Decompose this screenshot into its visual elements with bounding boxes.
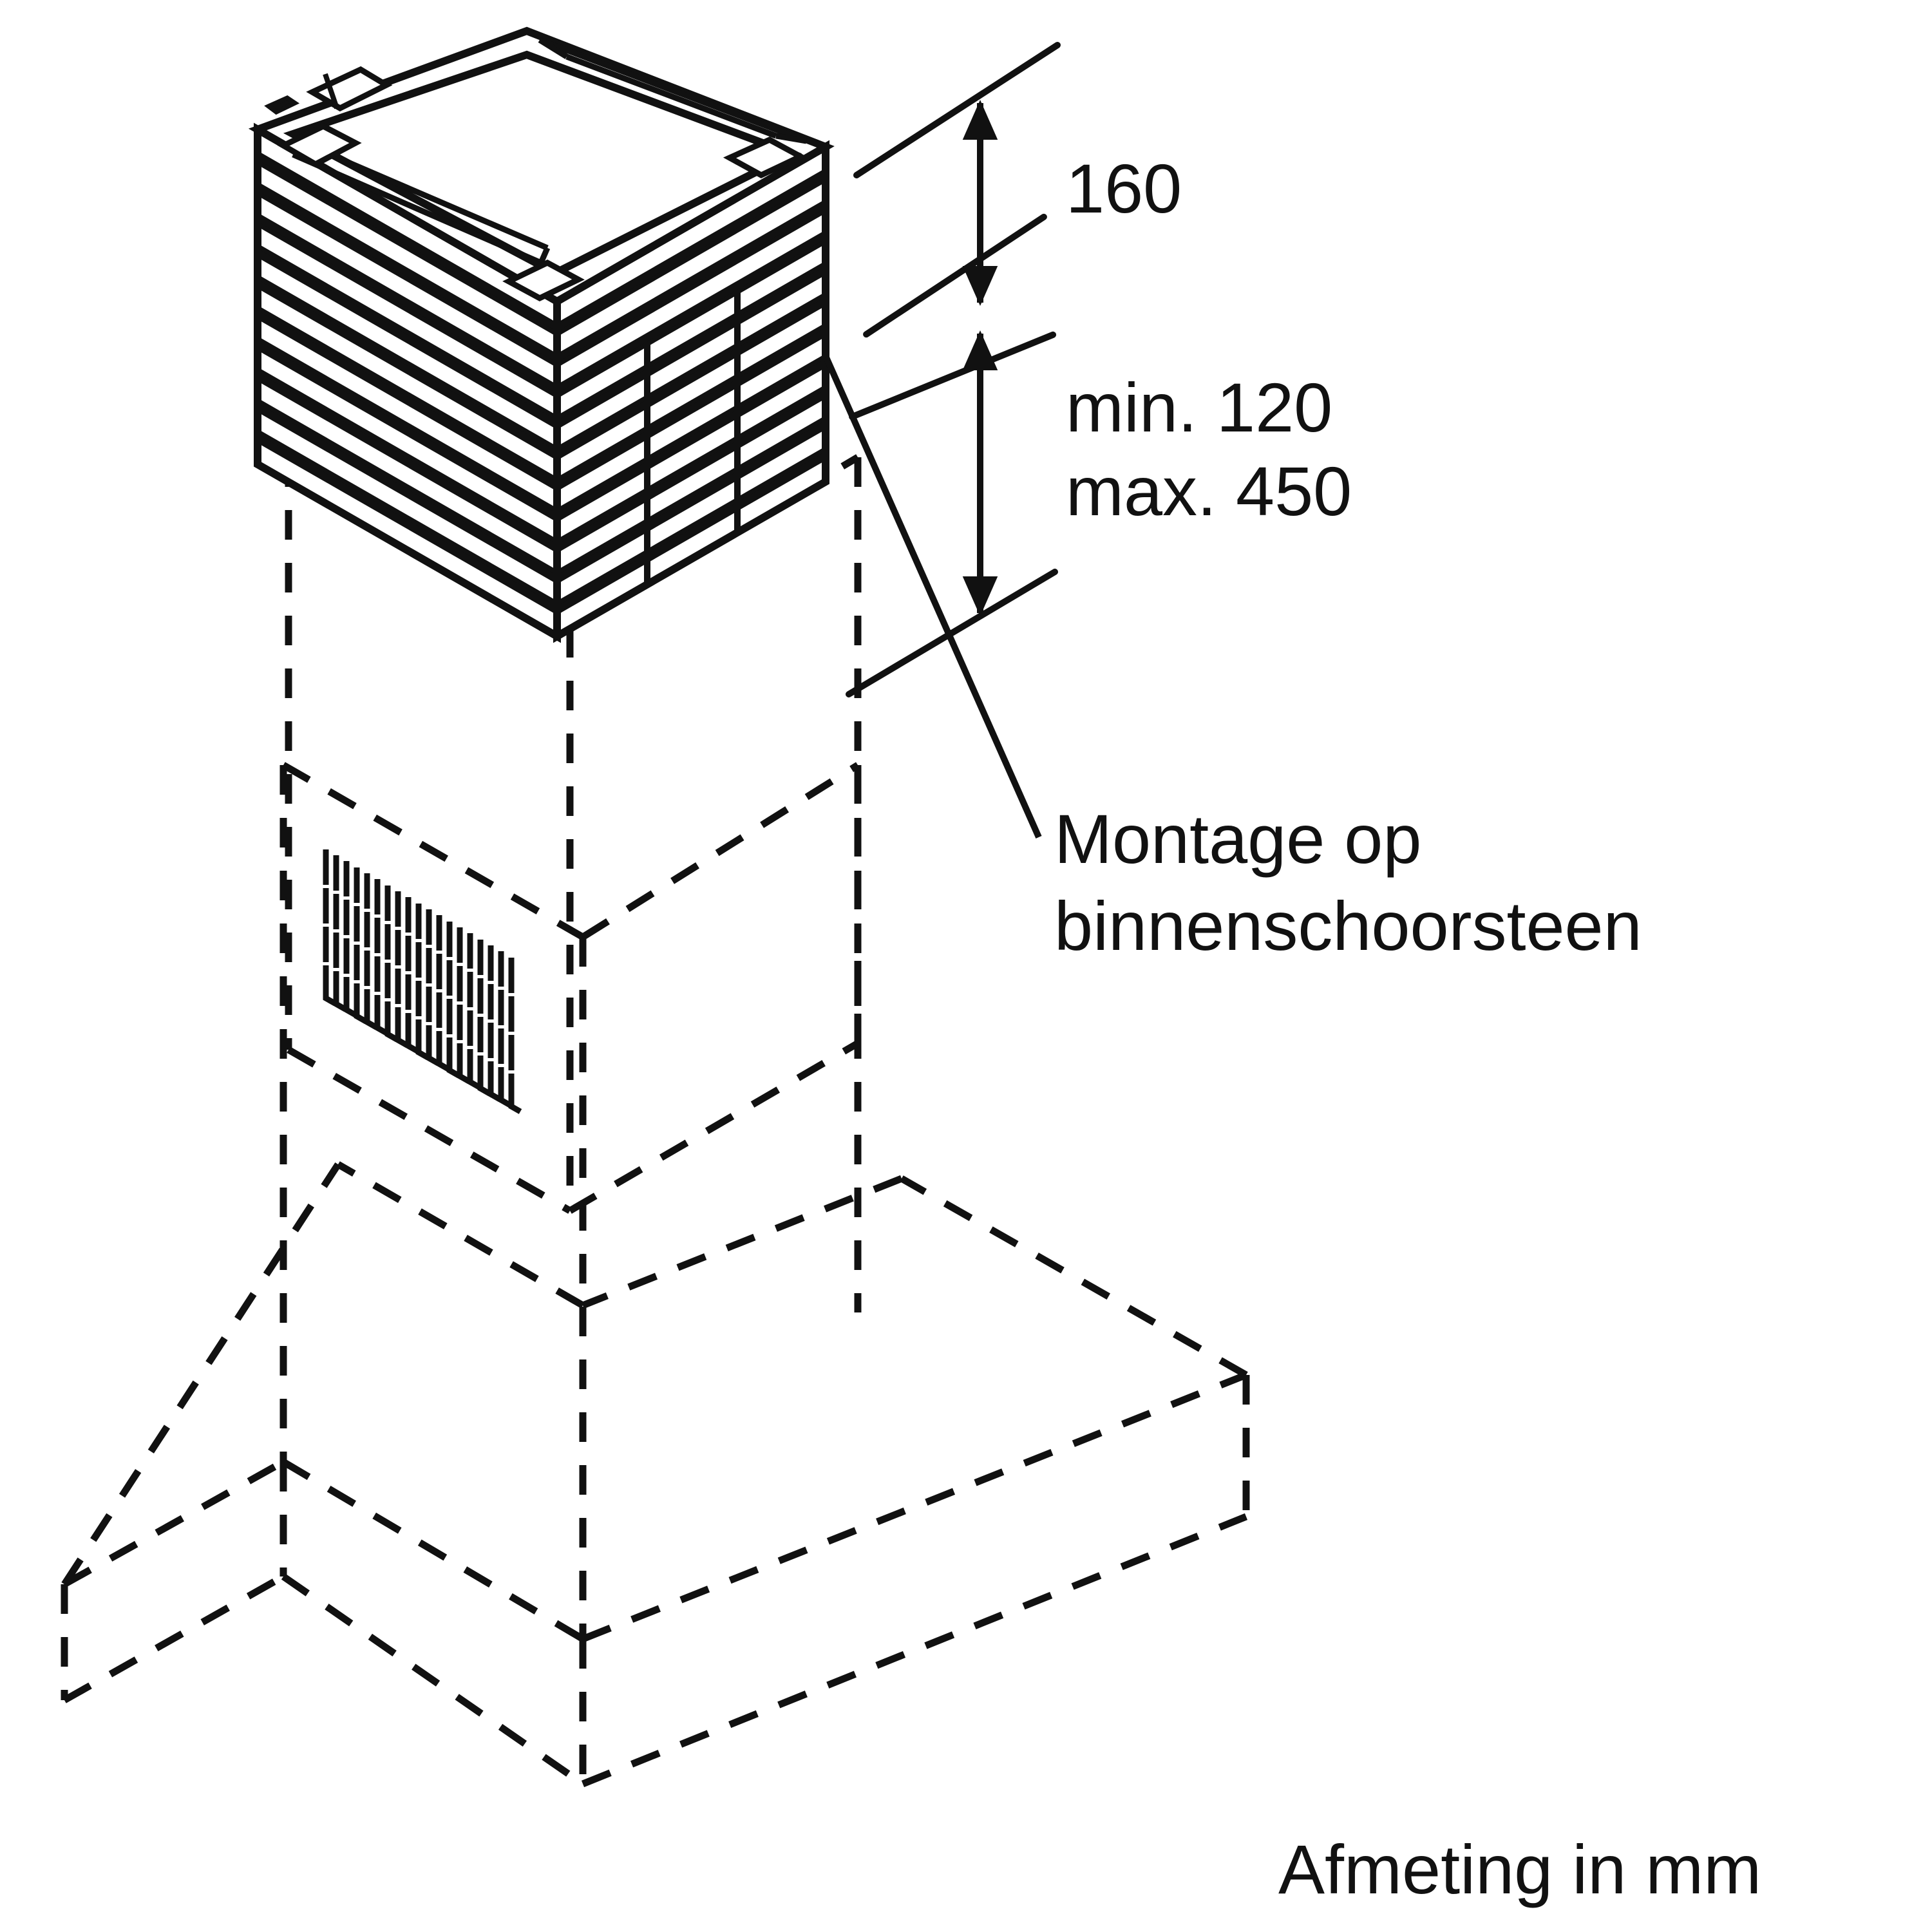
motor-right-mullions <box>644 290 741 586</box>
mount-note-leader <box>823 355 1042 839</box>
dimension-label-max: max. 450 <box>1066 452 1352 530</box>
ext-line-motor-top <box>863 213 1047 338</box>
ext-line-top <box>853 42 1061 178</box>
ext-line-motor-bottom <box>849 331 1057 421</box>
motor-corner-edges <box>254 129 829 636</box>
units-note: Afmeting in mm <box>1278 1830 1761 1908</box>
motor-top-frame <box>248 26 835 306</box>
mount-note-line1: Montage op <box>1054 800 1421 878</box>
dimension-label-min: min. 120 <box>1066 368 1332 446</box>
hood-body <box>61 1161 1250 1788</box>
vent-grille <box>323 849 522 1114</box>
mount-note-line2: binnenschoorsteen <box>1054 887 1642 965</box>
motor-unit <box>248 26 835 643</box>
dimension-label-160: 160 <box>1066 149 1182 227</box>
